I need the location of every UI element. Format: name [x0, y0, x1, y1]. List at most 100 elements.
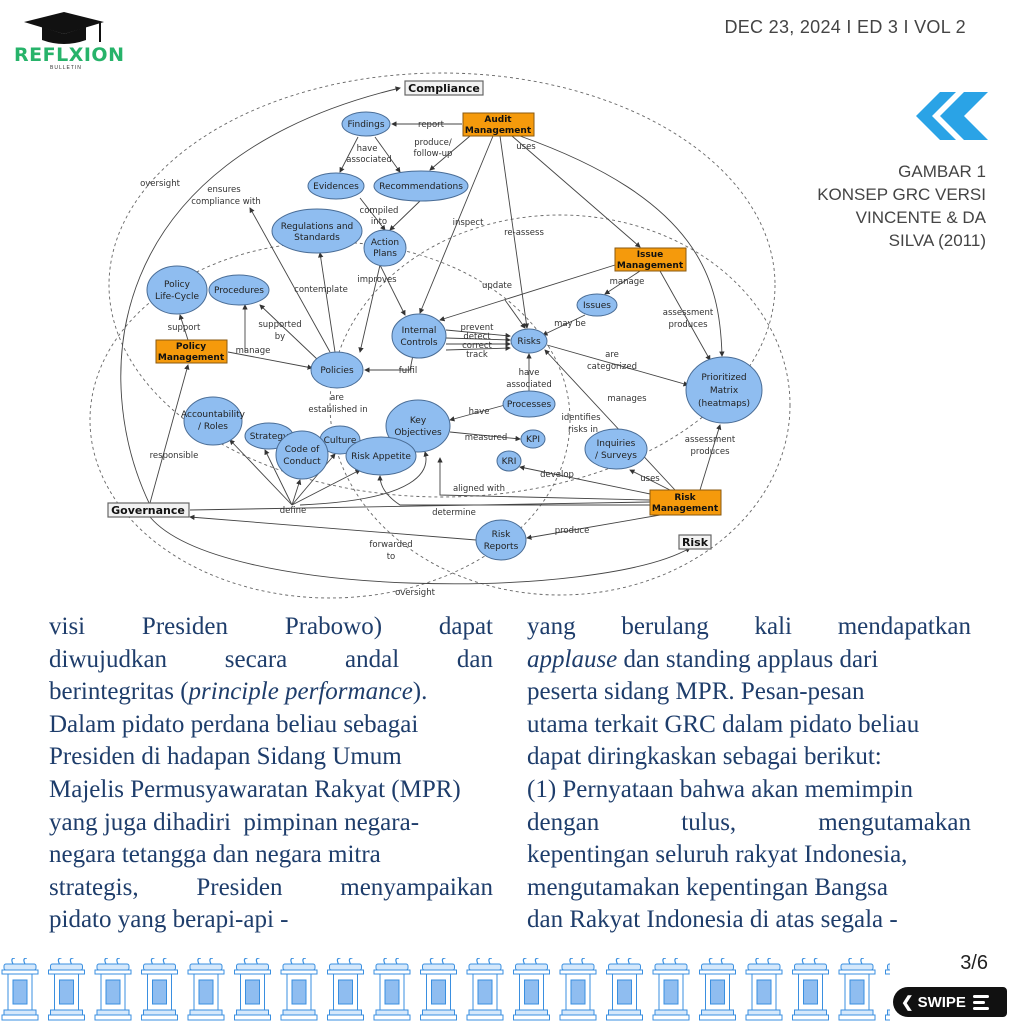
podium-icon [698, 958, 737, 1021]
swipe-label: SWIPE [917, 993, 966, 1011]
svg-text:compiled: compiled [360, 206, 399, 216]
graduation-cap-icon [24, 12, 104, 44]
svg-text:Policies: Policies [320, 366, 354, 376]
svg-text:produces: produces [668, 320, 708, 330]
node-evidences: Evidences [307, 172, 365, 200]
podium-icon [373, 958, 411, 1021]
podium-icon [838, 958, 876, 1021]
svg-text:Controls: Controls [400, 338, 438, 348]
node-findings: Findings [341, 111, 391, 137]
svg-text:contemplate: contemplate [294, 285, 348, 295]
svg-text:Standards: Standards [294, 233, 340, 243]
podium-icon [512, 958, 551, 1021]
svg-text:Policy: Policy [176, 342, 206, 352]
text-line: yang juga dihadiri pimpinan negara- [49, 808, 420, 836]
node-processes: Processes [502, 390, 556, 418]
svg-text:support: support [168, 323, 201, 333]
svg-text:identifies: identifies [561, 413, 601, 423]
svg-text:associated: associated [346, 155, 391, 165]
logo [14, 12, 114, 72]
podium-icon [466, 958, 504, 1021]
svg-text:are: are [605, 350, 619, 360]
svg-text:by: by [275, 332, 285, 342]
svg-text:Governance: Governance [111, 504, 185, 517]
podium-icon [47, 958, 86, 1021]
figure-caption: GAMBAR 1 KONSEP GRC VERSI VINCENTE & DA … [817, 160, 986, 252]
podium-icon [233, 958, 272, 1021]
svg-text:Issue: Issue [637, 250, 664, 260]
node-policies: Policies [310, 351, 364, 389]
svg-text:Evidences: Evidences [313, 182, 359, 192]
svg-text:have: have [357, 144, 378, 154]
svg-text:are: are [330, 393, 344, 403]
svg-text:produces: produces [690, 447, 730, 457]
svg-text:Objectives: Objectives [394, 428, 442, 438]
svg-text:produce: produce [555, 526, 590, 536]
svg-text:have: have [519, 368, 540, 378]
node-inquiries: Inquiries/ Surveys [584, 428, 648, 470]
svg-text:produce/: produce/ [414, 138, 452, 148]
caption-line: GAMBAR 1 [898, 162, 986, 181]
svg-text:Life-Cycle: Life-Cycle [155, 292, 200, 302]
svg-text:determine: determine [432, 508, 476, 518]
svg-text:Management: Management [158, 353, 225, 363]
svg-text:compliance with: compliance with [191, 197, 261, 207]
svg-text:Procedures: Procedures [214, 286, 264, 296]
svg-text:Prioritized: Prioritized [701, 373, 746, 383]
podium-icon [1, 958, 39, 1021]
chevron-left-icon: ❮ [901, 994, 914, 1011]
governance-domain-circle [89, 241, 571, 599]
text-line: applause dan standing applaus dari [527, 645, 879, 673]
svg-text:Risk: Risk [674, 493, 696, 503]
svg-text:develop: develop [540, 470, 574, 480]
svg-text:Findings: Findings [347, 120, 384, 130]
text-line: kepentingan seluruh rakyat Indonesia, [527, 841, 908, 869]
svg-text:track: track [466, 350, 488, 360]
svg-text:Culture: Culture [324, 436, 357, 446]
svg-text:Management: Management [652, 504, 719, 514]
text-line: Presiden di hadapan Sidang Umum [49, 743, 402, 771]
svg-text:associated: associated [506, 380, 551, 390]
svg-text:/ Surveys: / Surveys [595, 451, 637, 461]
node-accountability: Accountability/ Roles [181, 396, 246, 446]
text-line: dan Rakyat Indonesia di atas segala - [527, 906, 898, 934]
svg-text:Audit: Audit [484, 115, 512, 125]
podium-icon [419, 958, 458, 1021]
svg-text:/ Roles: / Roles [198, 422, 228, 432]
podium-icon [652, 958, 690, 1021]
svg-text:update: update [482, 281, 512, 291]
caption-line: SILVA (2011) [888, 231, 986, 250]
svg-text:Code of: Code of [285, 445, 320, 455]
caption-line: KONSEP GRC VERSI [817, 185, 986, 204]
svg-text:aligned with: aligned with [453, 484, 505, 494]
swipe-button[interactable]: ❮ SWIPE [893, 987, 1007, 1017]
svg-text:assessment: assessment [663, 308, 714, 318]
text-line: pidato yang berapi-api - [49, 906, 289, 934]
svg-text:report: report [418, 120, 445, 130]
svg-text:Matrix: Matrix [710, 386, 739, 396]
svg-text:measured: measured [465, 433, 507, 443]
svg-text:Management: Management [465, 126, 532, 136]
text-line: mengutamakan kepentingan Bangsa [527, 873, 888, 901]
node-kri: KRI [496, 450, 522, 472]
text-line: berintegritas (principle performance). [49, 678, 428, 706]
brand-name: REFLXION [14, 44, 125, 66]
svg-text:manages: manages [607, 394, 647, 404]
svg-text:risks in: risks in [568, 425, 598, 435]
risk-domain-circle [329, 214, 791, 596]
podium-icon [884, 958, 890, 1021]
svg-text:Internal: Internal [402, 326, 437, 336]
double-chevron-left-icon [916, 92, 988, 140]
